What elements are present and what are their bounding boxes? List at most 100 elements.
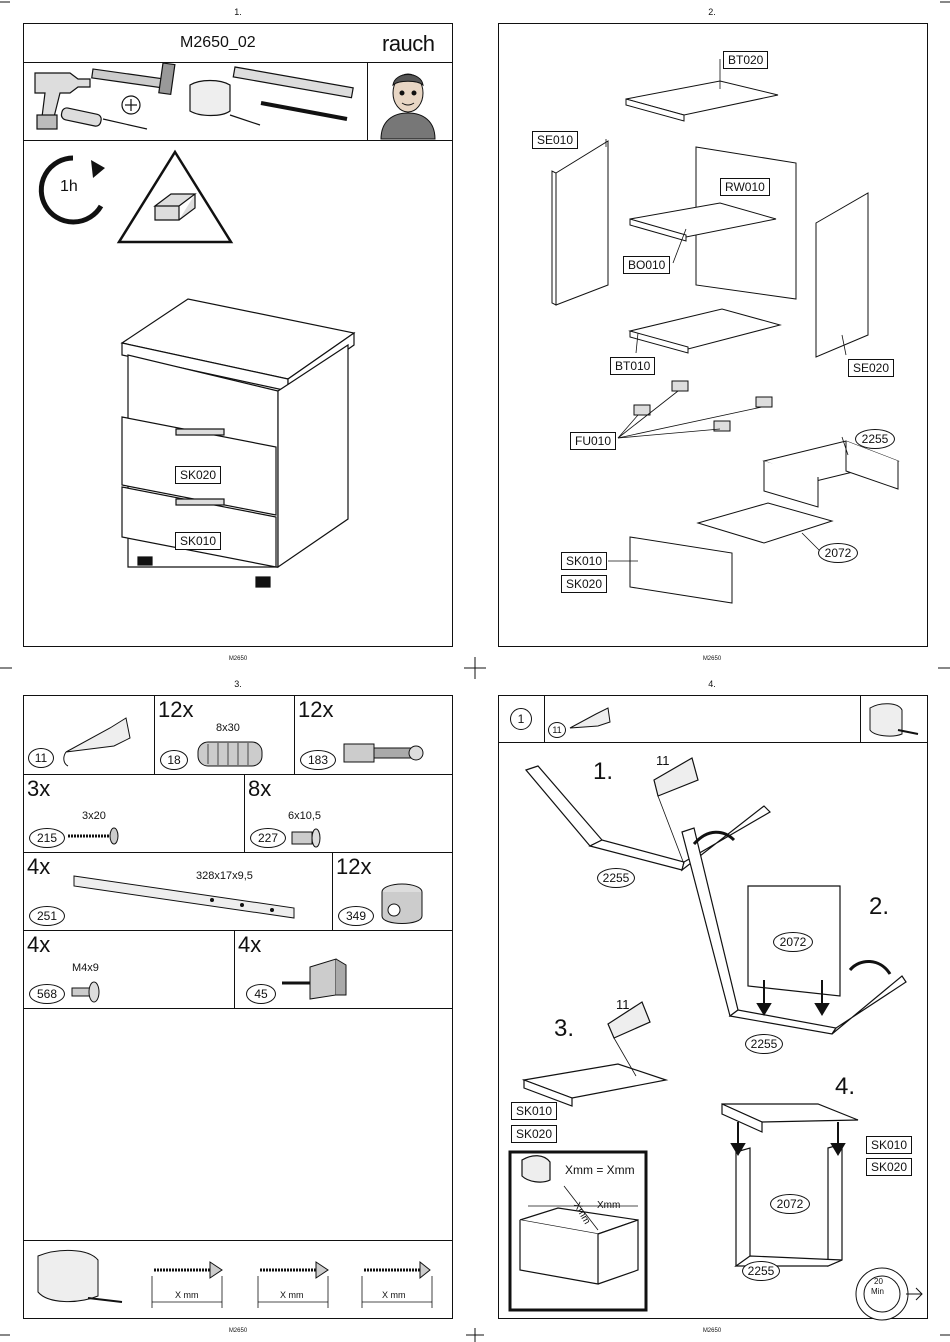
page-footer: M2650 <box>702 656 722 662</box>
part-label-2072: 2072 <box>773 932 813 952</box>
glue-callout: 11 <box>616 997 630 1012</box>
part-label-sk010: SK010 <box>866 1136 913 1154</box>
step-number: 1 <box>510 708 532 730</box>
part-label-2255: 2255 <box>597 868 635 888</box>
screw-tool-icon <box>869 703 919 737</box>
page-number: 2. <box>708 7 716 17</box>
code-screw-227: 227 <box>250 828 286 848</box>
page-footer: M2650 <box>702 1328 722 1334</box>
part-label-bt010: BT010 <box>610 357 656 375</box>
page-footer: M2650 <box>228 1328 248 1334</box>
two-person-warning-icon <box>116 149 234 244</box>
glue-callout: 11 <box>656 753 670 768</box>
size-rail: 328x17x9,5 <box>196 870 253 882</box>
qty-screw-568: 4x <box>27 932 51 957</box>
divider <box>23 62 453 63</box>
screw-215-icon <box>68 827 119 845</box>
code-connector: 183 <box>300 750 336 770</box>
brand-logo: rauch <box>382 31 435 56</box>
clock-unit: Min <box>871 1287 884 1296</box>
assembly-time: 1h <box>60 178 78 195</box>
divider <box>23 1008 453 1009</box>
divider <box>332 852 333 930</box>
divider <box>234 930 235 1008</box>
divider <box>154 695 155 774</box>
qty-connector: 12x <box>298 697 334 722</box>
part-label-sk020: SK020 <box>511 1125 558 1143</box>
size-screw-568: M4x9 <box>72 962 99 974</box>
page-number: 3. <box>234 679 242 689</box>
code-dowel: 18 <box>160 750 188 770</box>
qty-bracket: 4x <box>238 932 262 957</box>
qty-dowel: 12x <box>158 697 194 722</box>
measure-label: Xmm <box>597 1200 621 1211</box>
code-screw-568: 568 <box>29 984 65 1004</box>
drawer-rail-icon <box>73 875 295 919</box>
code-cam: 349 <box>338 906 374 926</box>
divider <box>23 852 453 853</box>
divider <box>860 695 861 742</box>
connector-bolt-icon <box>343 743 424 763</box>
dowel-icon <box>197 741 263 767</box>
divider <box>23 774 453 775</box>
equal-measure-note: Xmm = Xmm <box>565 1163 635 1177</box>
divider <box>544 695 545 742</box>
exploded-view <box>551 59 900 604</box>
part-label-2072: 2072 <box>818 543 858 563</box>
page-number: 4. <box>708 679 716 689</box>
depth-label: X mm <box>382 1290 406 1300</box>
divider <box>244 774 245 852</box>
code-glue: 11 <box>548 722 566 738</box>
part-label-2072: 2072 <box>770 1194 810 1214</box>
tools-illustration <box>34 62 354 130</box>
part-label-se010: SE010 <box>532 131 579 149</box>
part-label-sk010: SK010 <box>175 532 222 550</box>
part-label-se020: SE020 <box>848 359 895 377</box>
assembler-avatar <box>380 73 436 140</box>
part-label-rw010: RW010 <box>720 178 770 196</box>
part-label-bo010: BO010 <box>623 256 671 274</box>
page-hardware-list <box>23 695 453 1319</box>
model-number: M2650_02 <box>180 34 256 51</box>
code-screw-215: 215 <box>29 828 65 848</box>
part-label-sk010: SK010 <box>511 1102 558 1120</box>
drawer-assembly-illustration <box>508 757 923 1321</box>
qty-screw-215: 3x <box>27 776 51 801</box>
part-label-sk020: SK020 <box>866 1158 913 1176</box>
substep-number: 1. <box>593 758 614 785</box>
cabinet-illustration <box>120 298 356 588</box>
clock-minutes: 20 <box>874 1277 883 1286</box>
qty-screw-227: 8x <box>248 776 272 801</box>
page-number: 1. <box>234 7 242 17</box>
divider <box>23 930 453 931</box>
divider <box>367 62 368 140</box>
code-glue: 11 <box>28 748 54 768</box>
screw-568-icon <box>71 981 100 1003</box>
qty-rail: 4x <box>27 854 51 879</box>
substep-number: 4. <box>835 1073 856 1100</box>
part-label-sk020: SK020 <box>561 575 608 593</box>
code-bracket: 45 <box>246 984 276 1004</box>
code-rail: 251 <box>29 906 65 926</box>
size-screw-227: 6x10,5 <box>288 810 322 822</box>
part-label-bt020: BT020 <box>723 51 769 69</box>
timer-icon <box>38 155 105 225</box>
part-label-sk010: SK010 <box>561 552 608 570</box>
divider <box>294 695 295 774</box>
page-footer: M2650 <box>228 656 248 662</box>
depth-label: X mm <box>175 1290 199 1300</box>
divider <box>23 1240 453 1241</box>
glue-icon <box>569 707 611 729</box>
bracket-icon <box>282 958 347 1000</box>
part-label-2255: 2255 <box>742 1261 780 1281</box>
part-label-2255: 2255 <box>855 429 895 449</box>
qty-cam: 12x <box>336 854 372 879</box>
screw-depth-guide <box>37 1249 433 1308</box>
size-screw-215: 3x20 <box>82 810 106 822</box>
glue-icon <box>63 717 131 767</box>
cam-lock-icon <box>381 883 423 924</box>
part-label-2255: 2255 <box>745 1034 783 1054</box>
divider <box>498 742 928 743</box>
part-label-sk020: SK020 <box>175 466 222 484</box>
